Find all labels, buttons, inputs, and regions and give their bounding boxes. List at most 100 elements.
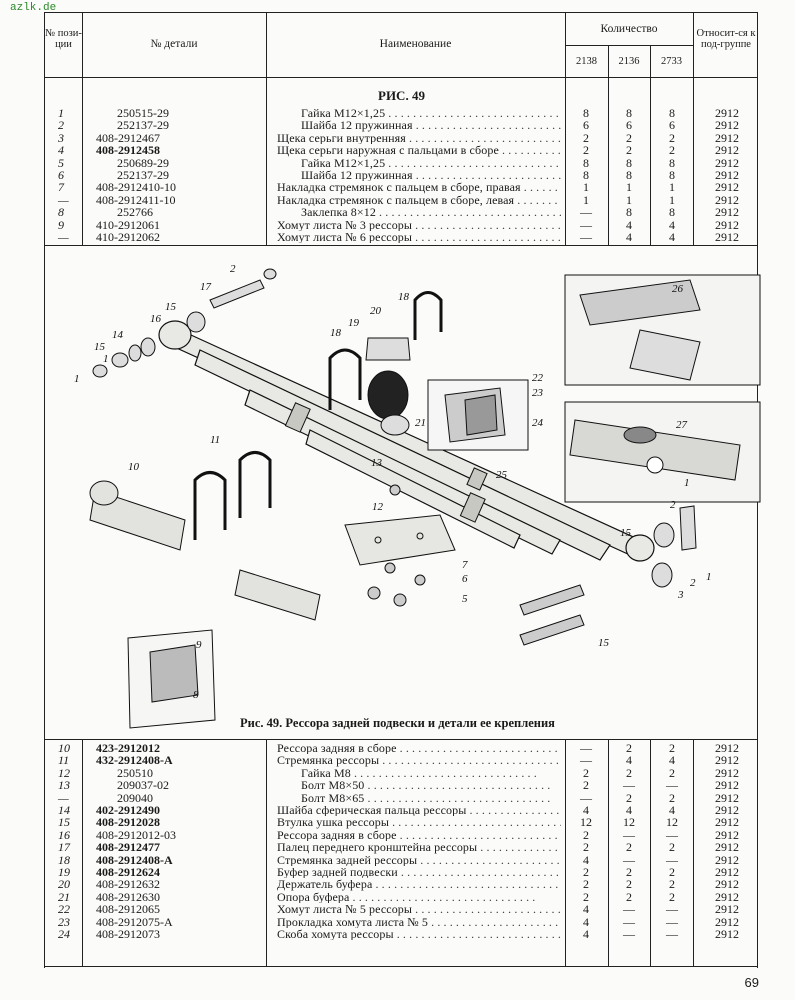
quantity-2136: 4	[626, 803, 632, 817]
quantity-2733: 6	[669, 118, 675, 133]
svg-text:26: 26	[672, 283, 684, 295]
part-number: 408-2912065	[96, 902, 160, 917]
position-number: —	[58, 230, 69, 244]
col-rule	[608, 740, 609, 966]
svg-text:2: 2	[690, 577, 696, 589]
header-rule	[565, 45, 693, 46]
quantity-2138: —	[580, 217, 592, 232]
front-pin-parts	[92, 268, 277, 378]
detail-inset-27	[564, 401, 761, 503]
col-rule	[82, 740, 83, 966]
rear-bolts	[519, 584, 585, 646]
svg-text:1: 1	[103, 353, 109, 365]
part-name: Хомут листа № 6 рессоры . . . . . . . . …	[277, 231, 561, 244]
quantity-2138: 2	[583, 865, 589, 879]
svg-text:25: 25	[496, 469, 508, 481]
subgroup: 2912	[715, 168, 739, 182]
svg-text:14: 14	[112, 329, 124, 341]
quantity-2136: 12	[623, 815, 635, 830]
figure-caption: Рис. 49. Рессора задней подвески и детал…	[240, 716, 555, 730]
part-number: 250515-29	[117, 106, 169, 120]
part-name: Рессора задняя в сборе . . . . . . . . .…	[277, 828, 561, 842]
part-name: Шайба 12 пружинная . . . . . . . . . . .…	[301, 119, 561, 132]
position-number: 2	[58, 118, 64, 133]
subgroup: 2912	[715, 827, 739, 842]
col-rule	[650, 740, 651, 966]
subgroup: 2912	[715, 852, 739, 867]
quantity-2733: —	[666, 778, 678, 793]
position-number: 24	[58, 927, 70, 941]
part-name: Гайка М8 . . . . . . . . . . . . . . . .…	[301, 766, 537, 780]
position-number: 14	[58, 803, 70, 817]
position-number: 22	[58, 902, 70, 917]
svg-text:9: 9	[196, 639, 202, 651]
part-name: Шайба сферическая пальца рессоры . . . .…	[277, 804, 561, 817]
svg-text:15: 15	[598, 637, 610, 649]
part-name: Втулка ушка рессоры . . . . . . . . . . …	[277, 816, 561, 829]
svg-text:3: 3	[677, 589, 684, 601]
quantity-2136: —	[623, 778, 635, 793]
quantity-2733: 1	[669, 180, 675, 195]
position-number: 9	[58, 217, 64, 232]
quantity-2138: 4	[583, 803, 589, 817]
part-number: 410-2912061	[96, 217, 160, 232]
svg-text:10: 10	[128, 461, 140, 473]
subgroup: 2912	[715, 230, 739, 244]
col-rule	[266, 740, 267, 966]
svg-text:20: 20	[370, 305, 382, 317]
quantity-2733: 2	[669, 765, 675, 780]
part-name: Гайка М12×1,25 . . . . . . . . . . . . .…	[301, 107, 561, 120]
subgroup: 2912	[715, 741, 739, 755]
position-number: 16	[58, 827, 70, 842]
quantity-2733: 4	[669, 803, 675, 817]
quantity-2136: 4	[626, 230, 632, 244]
position-number: 11	[58, 753, 70, 768]
position-number: 6	[58, 168, 64, 182]
position-number: —	[58, 192, 69, 207]
quantity-2138: —	[580, 790, 592, 805]
figure-reference: РИС. 49	[378, 88, 425, 103]
svg-text:21: 21	[415, 417, 426, 429]
section-rule	[44, 245, 757, 246]
quantity-2733: —	[666, 827, 678, 842]
subgroup: 2912	[715, 205, 739, 220]
part-number: 408-2912073	[96, 927, 160, 941]
table-row: 16 408-2912012-03 Рессора задняя в сборе .…	[0, 827, 795, 842]
quantity-2138: 1	[583, 180, 589, 195]
header-rule	[44, 77, 757, 78]
part-number: 408-2912410-10	[96, 180, 176, 195]
subgroup: 2912	[715, 155, 739, 170]
watermark: azlk.de	[10, 2, 57, 14]
position-number: 13	[58, 778, 70, 793]
svg-text:11: 11	[210, 434, 220, 446]
part-number: 408-2912630	[96, 889, 160, 904]
quantity-2136: 8	[626, 155, 632, 170]
subgroup: 2912	[715, 118, 739, 133]
header-pos: № пози-ции	[45, 28, 82, 50]
subgroup: 2912	[715, 865, 739, 879]
svg-text:6: 6	[462, 573, 468, 585]
quantity-2733: 8	[669, 205, 675, 220]
quantity-2138: —	[580, 741, 592, 755]
col-rule	[565, 740, 566, 966]
subgroup: 2912	[715, 877, 739, 892]
quantity-2136: 8	[626, 106, 632, 120]
quantity-2138: 2	[583, 143, 589, 158]
quantity-2138: 8	[583, 155, 589, 170]
position-number: 17	[58, 840, 70, 855]
position-number: 15	[58, 815, 70, 830]
quantity-2138: 1	[583, 192, 589, 207]
position-number: 21	[58, 889, 70, 904]
subgroup: 2912	[715, 815, 739, 830]
position-number: 19	[58, 865, 70, 879]
part-number: 209040	[117, 790, 153, 805]
main-leaf-spring	[158, 320, 655, 562]
part-name: Накладка стремянок с пальцем в сборе, пр…	[277, 181, 561, 194]
part-number: 408-2912012-03	[96, 827, 176, 842]
